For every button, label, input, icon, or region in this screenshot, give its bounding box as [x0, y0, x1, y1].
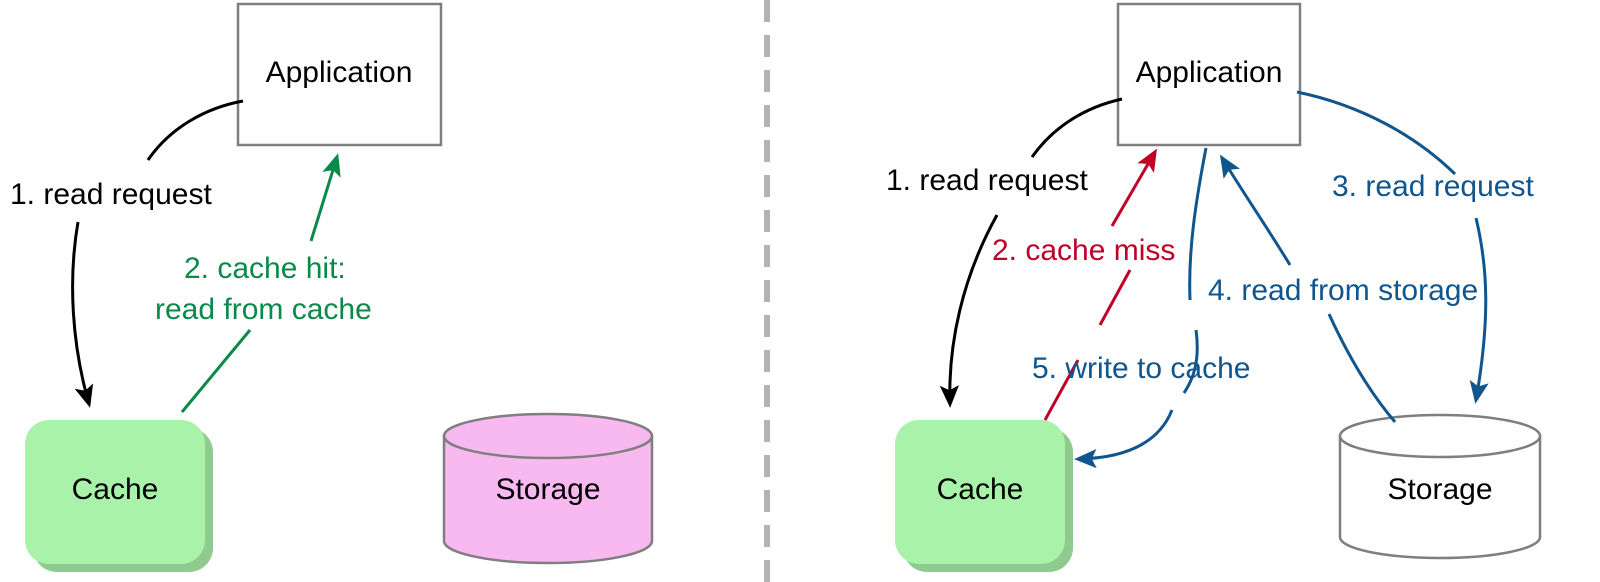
storage-label-right: Storage — [1387, 473, 1492, 506]
application-box-right[interactable] — [1116, 2, 1302, 147]
node-storage-right[interactable]: Storage — [1338, 413, 1542, 560]
cache-label-left: Cache — [72, 473, 159, 506]
edge-label-1-read-request-right: 1. read request — [886, 164, 1088, 197]
edge-2-cache-miss-upper — [1110, 148, 1157, 227]
node-application-right[interactable]: Application — [1116, 2, 1302, 147]
storage-cylinder-body-left[interactable] — [442, 434, 654, 565]
edge-1-read-request-right-lower — [939, 214, 999, 408]
edge-1-read-request-left-upper — [146, 99, 244, 161]
edge-label-2-cache-hit-line2: read from cache — [155, 293, 372, 326]
edge-label-3-read-request: 3. read request — [1332, 170, 1534, 203]
node-cache-left[interactable]: Cache — [25, 420, 213, 572]
node-cache-right[interactable]: Cache — [895, 420, 1073, 572]
edge-2-cache-miss-lower — [1043, 359, 1080, 421]
application-box-left[interactable] — [236, 2, 443, 147]
edge-3-read-request-upper — [1296, 90, 1457, 176]
storage-cylinder-body-right[interactable] — [1338, 434, 1542, 560]
edge-label-4-read-from-storage: 4. read from storage — [1208, 274, 1478, 307]
edge-2-cache-hit-left-upper — [309, 153, 341, 242]
edge-4-read-from-storage-upper — [1219, 154, 1292, 266]
cache-box-right[interactable] — [895, 420, 1065, 564]
node-storage-left[interactable]: Storage — [442, 412, 654, 565]
edge-label-1-read-request-left: 1. read request — [10, 178, 212, 211]
panel-cache-hit: Application Cache Storage 1. read reques… — [10, 2, 654, 572]
cache-label-right: Cache — [937, 473, 1024, 506]
edge-2-cache-hit-left-lower — [180, 329, 252, 413]
edge-3-read-request-lower — [1469, 217, 1489, 404]
edge-1-read-request-right-upper — [1030, 97, 1123, 158]
edge-1-read-request-left-lower — [71, 221, 94, 408]
storage-cylinder-top-right — [1338, 413, 1542, 459]
edge-5-write-to-cache-upper — [1188, 147, 1208, 301]
application-label-left: Application — [266, 56, 413, 89]
storage-label-left: Storage — [495, 473, 600, 506]
cache-box-left[interactable] — [25, 420, 205, 564]
edge-label-2-cache-miss: 2. cache miss — [992, 234, 1175, 267]
edge-5-write-to-cache-mid — [1182, 329, 1199, 394]
edge-label-5-write-to-cache: 5. write to cache — [1032, 352, 1250, 385]
edge-2-cache-miss-mid — [1098, 269, 1132, 326]
panel-cache-miss: Application Cache Storage 1. read reques… — [886, 2, 1542, 572]
node-application-left[interactable]: Application — [236, 2, 443, 147]
application-label-right: Application — [1136, 56, 1283, 89]
storage-cylinder-top-left — [442, 412, 654, 460]
edge-label-2-cache-hit-line1: 2. cache hit: — [184, 252, 346, 285]
edge-5-write-to-cache-lower — [1074, 409, 1174, 469]
edge-4-read-from-storage-lower — [1327, 313, 1397, 423]
